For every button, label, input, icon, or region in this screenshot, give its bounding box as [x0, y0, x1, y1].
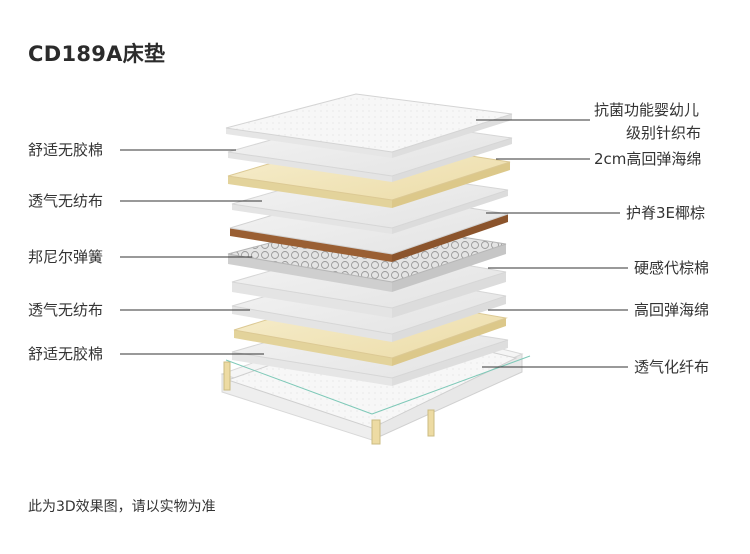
- label-bonnell-spring: 邦尼尔弹簧: [28, 248, 104, 266]
- label-sponge-bottom: 高回弹海绵: [634, 301, 710, 319]
- label-coir: 护脊3E椰棕: [626, 204, 706, 222]
- label-nonwoven-bottom: 透气无纺布: [28, 301, 104, 319]
- page-title: CD189A床垫: [28, 42, 166, 66]
- left-leader-lines: [120, 149, 264, 355]
- label-knit-fabric-line2: 级别针织布: [626, 124, 702, 142]
- layer-knit-fabric: [225, 93, 513, 158]
- label-knit-fabric-line1: 抗菌功能婴幼儿: [594, 101, 700, 119]
- label-palm-cotton: 硬感代棕棉: [634, 259, 710, 277]
- label-2cm-sponge: 2cm高回弹海绵: [594, 150, 702, 168]
- label-comfort-foam-top: 舒适无胶棉: [28, 141, 104, 159]
- disclaimer-text: 此为3D效果图，请以实物为准: [28, 499, 216, 515]
- right-leader-lines: [476, 119, 628, 368]
- label-breathable-fabric: 透气化纤布: [634, 358, 710, 376]
- label-comfort-foam-bottom: 舒适无胶棉: [28, 345, 104, 363]
- label-nonwoven-top: 透气无纺布: [28, 192, 104, 210]
